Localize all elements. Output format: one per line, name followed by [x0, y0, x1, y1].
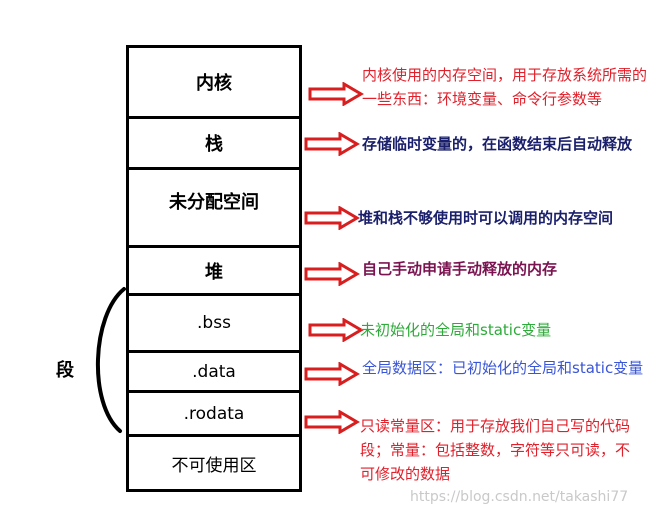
- kernel-description-line: 一些东西：环境变量、命令行参数等: [362, 90, 603, 108]
- arrow-icon: [304, 362, 360, 386]
- arrow-icon: [304, 410, 360, 434]
- arrow-icon: [304, 206, 360, 230]
- segment-brace: [96, 287, 126, 433]
- kernel-description: 内核使用的内存空间，用于存放系统所需的 一些东西：环境变量、命令行参数等: [362, 63, 647, 111]
- memory-layout-stack: 内核 栈 未分配空间 堆 .bss .data .rodata 不可使用区: [126, 45, 302, 492]
- heap-description-line: 自己手动申请手动释放的内存: [362, 260, 558, 278]
- segment-unallocated: 未分配空间: [129, 170, 299, 248]
- rodata-description: 只读常量区：用于存放我们自己写的代码 段；常量：包括整数，字符等只可读，不 可修…: [360, 414, 630, 486]
- stack-description-line: 存储临时变量的，在函数结束后自动释放: [362, 135, 633, 153]
- arrow-icon: [304, 132, 360, 156]
- stack-description: 存储临时变量的，在函数结束后自动释放: [362, 132, 632, 156]
- data-description: 全局数据区：已初始化的全局和static变量: [362, 356, 643, 380]
- rodata-description-line: 只读常量区：用于存放我们自己写的代码: [360, 417, 631, 435]
- bss-description-line: 未初始化的全局和static变量: [360, 321, 552, 339]
- segment-data: .data: [129, 353, 299, 393]
- segment-bss: .bss: [129, 296, 299, 353]
- watermark: https://blog.csdn.net/takashi77: [410, 489, 629, 505]
- rodata-description-line: 可修改的数据: [360, 465, 451, 483]
- arrow-icon: [304, 262, 360, 286]
- kernel-description-line: 内核使用的内存空间，用于存放系统所需的: [362, 66, 648, 84]
- segment-kernel: 内核: [129, 48, 299, 119]
- arrow-icon: [308, 318, 364, 342]
- segment-heap: 堆: [129, 248, 299, 296]
- arrow-icon: [308, 82, 364, 106]
- unallocated-description: 堆和栈不够使用时可以调用的内存空间: [358, 206, 613, 230]
- data-description-line: 全局数据区：已初始化的全局和static变量: [362, 359, 644, 377]
- unallocated-description-line: 堆和栈不够使用时可以调用的内存空间: [358, 209, 614, 227]
- segment-group-label: 段: [56, 360, 74, 381]
- rodata-description-line: 段；常量：包括整数，字符等只可读，不: [360, 441, 631, 459]
- segment-stack: 栈: [129, 119, 299, 170]
- bss-description: 未初始化的全局和static变量: [360, 318, 551, 342]
- segment-unusable: 不可使用区: [171, 455, 257, 476]
- segment-rodata: .rodata: [129, 393, 299, 437]
- heap-description: 自己手动申请手动释放的内存: [362, 257, 557, 281]
